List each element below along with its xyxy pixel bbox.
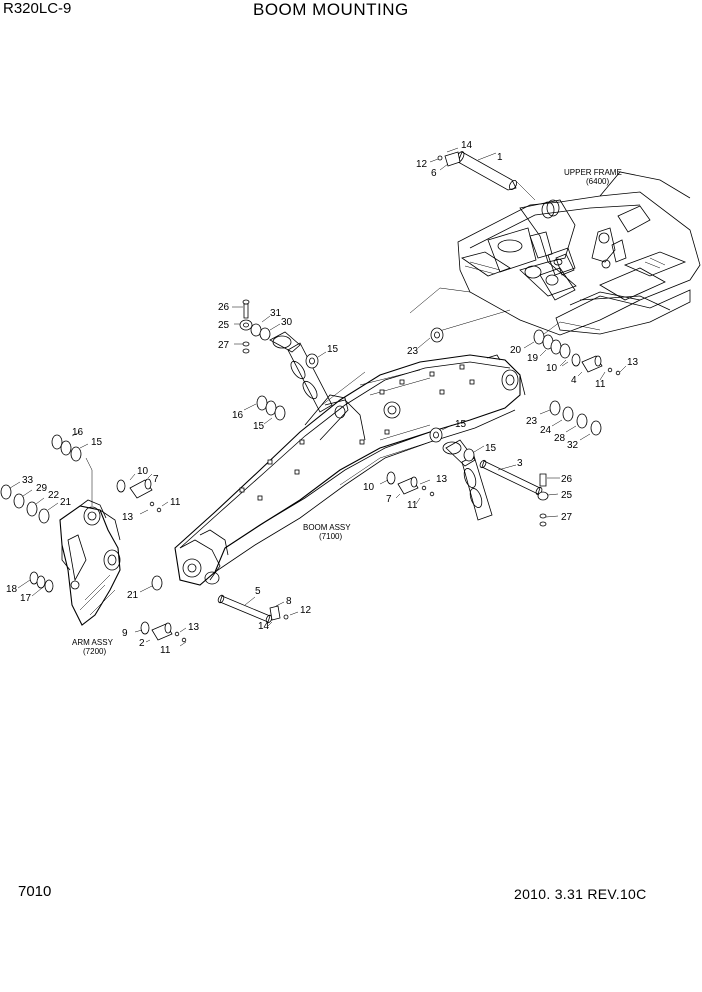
upper-frame-code: (6400) xyxy=(586,177,609,186)
callout-26: 26 xyxy=(561,474,573,485)
callout-25: 25 xyxy=(561,490,573,501)
bolt-group-top xyxy=(232,299,281,354)
model-name: R320LC-9 xyxy=(3,0,72,17)
callout-13: 13 xyxy=(122,512,134,523)
callout-10: 10 xyxy=(137,466,149,477)
callout-7: 7 xyxy=(386,494,392,505)
callout-14: 14 xyxy=(461,140,473,151)
callout-26: 26 xyxy=(218,302,230,313)
pin-2 xyxy=(134,621,187,647)
boom-assy-label: BOOM ASSY xyxy=(303,523,351,532)
callout-8: 8 xyxy=(286,596,292,607)
callout-13: 13 xyxy=(436,474,448,485)
callout-14: 14 xyxy=(258,621,270,632)
callout-10: 10 xyxy=(546,363,558,374)
page-number: 7010 xyxy=(18,883,52,900)
revision-date: 2010. 3.31 REV.10C xyxy=(514,886,647,902)
leader-lines xyxy=(9,337,591,597)
boom-cylinder-left xyxy=(269,331,333,413)
callout-6: 6 xyxy=(431,168,437,179)
callout-7: 7 xyxy=(153,474,159,485)
upper-frame-drawing xyxy=(457,171,701,336)
callout-11: 11 xyxy=(407,500,418,511)
callout-20: 20 xyxy=(510,345,522,356)
callout-11: 11 xyxy=(595,379,606,390)
callout-16: 16 xyxy=(72,427,84,438)
callout-15: 15 xyxy=(455,419,467,430)
callout-29: 29 xyxy=(36,483,48,494)
arm-assy-label: ARM ASSY xyxy=(72,638,114,647)
callout-9: 9 xyxy=(122,628,128,639)
pin-1 xyxy=(429,147,518,191)
callout-1: 1 xyxy=(497,152,503,163)
callout-24: 24 xyxy=(540,425,552,436)
callout-11: 11 xyxy=(160,645,171,656)
callout-33: 33 xyxy=(22,475,34,486)
callout-15: 15 xyxy=(327,344,339,355)
callout-27: 27 xyxy=(218,340,230,351)
callout-12: 12 xyxy=(300,605,312,616)
page-title: BOOM MOUNTING xyxy=(253,0,409,19)
pin-3 xyxy=(479,459,560,527)
callout-25: 25 xyxy=(218,320,230,331)
arm-assy-code: (7200) xyxy=(83,647,106,656)
callout-32: 32 xyxy=(567,440,579,451)
callout-15: 15 xyxy=(253,421,265,432)
pin-7-right xyxy=(379,471,435,505)
callout-23: 23 xyxy=(407,346,419,357)
upper-frame-label: UPPER FRAME xyxy=(564,168,622,177)
washer-stack xyxy=(0,327,602,593)
callout-13: 13 xyxy=(188,622,200,633)
callout-27: 27 xyxy=(561,512,573,523)
callout-12: 12 xyxy=(416,159,428,170)
callout-5: 5 xyxy=(255,586,261,597)
boom-assy-code: (7100) xyxy=(319,532,342,541)
callout-2: 2 xyxy=(139,638,145,649)
callout-18: 18 xyxy=(6,584,18,595)
arm-drawing xyxy=(59,499,121,626)
callout-31: 31 xyxy=(270,308,282,319)
callout-21: 21 xyxy=(60,497,72,508)
pin-5 xyxy=(217,594,299,627)
callout-19: 19 xyxy=(527,353,539,364)
pin-7-left xyxy=(116,473,169,515)
callout-21: 21 xyxy=(127,590,139,601)
callout-13: 13 xyxy=(627,357,639,368)
callout-4: 4 xyxy=(571,375,577,386)
pin-4 xyxy=(561,353,627,381)
callout-15: 15 xyxy=(91,437,103,448)
callout-30: 30 xyxy=(281,317,293,328)
boom-drawing xyxy=(174,354,526,586)
callout-3: 3 xyxy=(517,458,523,469)
callout-23: 23 xyxy=(526,416,538,427)
callout-16: 16 xyxy=(232,410,244,421)
callout-28: 28 xyxy=(554,433,566,444)
callout-10: 10 xyxy=(363,482,375,493)
callout-17: 17 xyxy=(20,593,32,604)
callout-15: 15 xyxy=(485,443,497,454)
callout-22: 22 xyxy=(48,490,60,501)
callout-11: 11 xyxy=(170,497,181,508)
callout-labels: 1 14 12 6 26 25 31 30 27 15 23 20 19 10 … xyxy=(6,140,639,656)
